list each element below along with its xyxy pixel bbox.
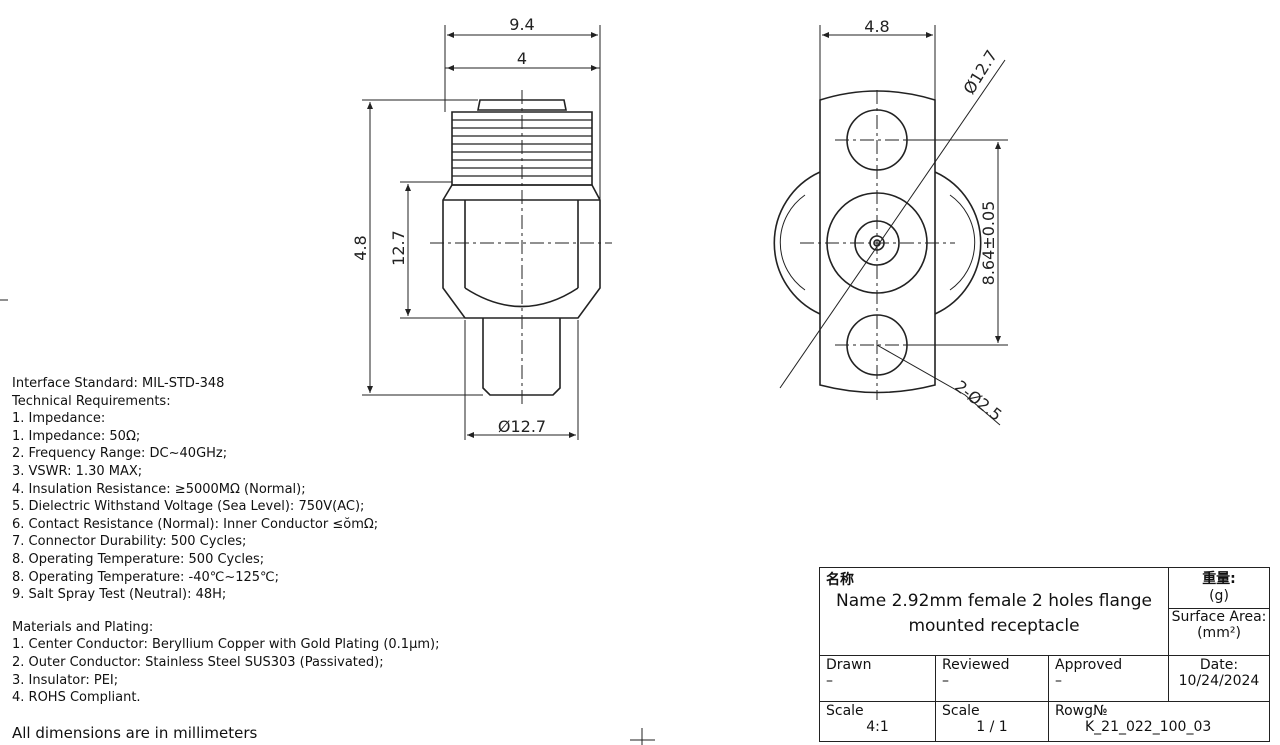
technical-notes: Interface Standard: MIL-STD-348 Technica… (12, 375, 439, 707)
date-value: 10/24/2024 (1178, 673, 1260, 689)
name-label: 名称 (826, 572, 854, 588)
tech-item: 1. Impedance: (12, 411, 106, 427)
dim-4-8-front: 4.8 (864, 17, 889, 36)
side-view: 9.4 4 4.8 12.7 Ø12.7 (351, 15, 612, 440)
tech-item: 5. Dielectric Withstand Voltage (Sea Lev… (12, 499, 365, 515)
title-block: 名称 Name 2.92mm female 2 holes flange mou… (819, 567, 1270, 742)
weight-unit: (g) (1209, 588, 1229, 604)
material-item: 2. Outer Conductor: Stainless Steel SUS3… (12, 654, 384, 670)
tech-item: 6. Contact Resistance (Normal): Inner Co… (12, 516, 379, 532)
drawing-no: K_21_022_100_03 (1085, 719, 1212, 735)
area-unit: (mm²) (1197, 625, 1241, 641)
drawn-label: Drawn (826, 657, 872, 673)
approved-value: – (1055, 673, 1062, 689)
tech-item: 2. Frequency Range: DC~40GHz; (12, 446, 228, 462)
tech-item: 4. Insulation Resistance: ≥5000MΩ (Norma… (12, 481, 306, 497)
reviewed-label: Reviewed (942, 657, 1010, 673)
tech-title: Technical Requirements: (12, 393, 171, 409)
front-view: 4.8 Ø12.7 8.64±0.05 2-Ø2.5 (773, 17, 1008, 426)
dim-9-4: 9.4 (509, 15, 534, 34)
tech-item: 8. Operating Temperature: 500 Cycles; (12, 551, 265, 567)
scale2-value: 1 / 1 (976, 719, 1008, 735)
materials-title: Materials and Plating: (12, 619, 154, 635)
interface-standard: Interface Standard: MIL-STD-348 (12, 376, 225, 391)
drawn-value: – (826, 673, 833, 689)
date-label: Date: (1199, 657, 1239, 673)
scale-label: Scale (826, 703, 864, 719)
tech-item: 3. VSWR: 1.30 MAX; (12, 463, 143, 479)
dim-4: 4 (517, 49, 527, 68)
material-item: 1. Center Conductor: Beryllium Copper wi… (12, 637, 440, 653)
tech-item: 8. Operating Temperature: -40℃~125℃; (12, 569, 280, 585)
scale-value: 4:1 (866, 719, 889, 735)
material-item: 3. Insulator: PEI; (12, 672, 119, 688)
area-label: Surface Area: (1171, 609, 1267, 625)
dim-4-8: 4.8 (351, 235, 370, 260)
dim-2-dia-2-5: 2-Ø2.5 (951, 377, 1005, 425)
reviewed-value: – (942, 673, 949, 689)
dim-dia-12-7: Ø12.7 (498, 417, 546, 436)
scale2-label: Scale (942, 703, 980, 719)
drawing-no-label: Rowg№ (1055, 703, 1108, 719)
dim-12-7: 12.7 (389, 230, 408, 266)
tech-item: 7. Connector Durability: 500 Cycles; (12, 534, 247, 550)
material-item: 4. ROHS Compliant. (12, 690, 141, 706)
tech-item: 1. Impedance: 50Ω; (12, 428, 141, 444)
weight-label: 重量: (1202, 571, 1236, 587)
units-note: All dimensions are in millimeters (12, 724, 258, 742)
part-name: Name 2.92mm female 2 holes flange mounte… (836, 591, 1152, 636)
tech-item: 9. Salt Spray Test (Neutral): 48H; (12, 587, 227, 603)
dim-dia-12-7-front: Ø12.7 (960, 47, 1002, 98)
approved-label: Approved (1055, 657, 1123, 673)
dim-8-64: 8.64±0.05 (979, 201, 998, 286)
